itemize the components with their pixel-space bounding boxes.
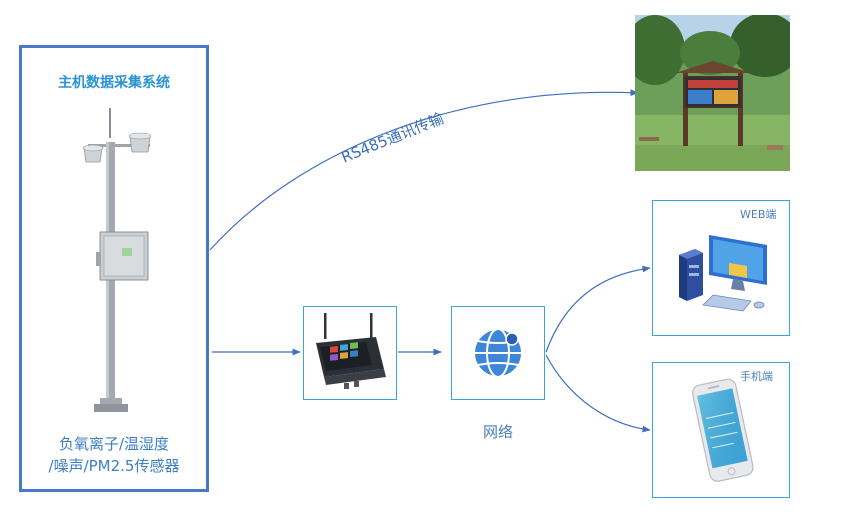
outdoor-led-board-photo [635, 15, 790, 171]
sensor-caption-line2: /噪声/PM2.5传感器 [48, 457, 180, 475]
web-terminal-label: WEB端 [740, 208, 777, 221]
network-to-mobile-arrow [545, 354, 651, 433]
sensor-caption-line1: 负氧离子/温湿度 [58, 435, 170, 453]
wireless-router-icon [316, 313, 386, 389]
mobile-terminal-label: 手机端 [740, 370, 773, 383]
web-terminal-box [652, 200, 790, 336]
main-system-title: 主机数据采集系统 [58, 75, 170, 91]
network-to-web-arrow [545, 265, 651, 353]
smartphone-icon [691, 378, 754, 482]
mobile-terminal-box [652, 362, 790, 498]
network-label: 网络 [482, 423, 513, 441]
main-system-box [19, 45, 209, 492]
globe-icon [473, 328, 523, 378]
network-box [451, 306, 545, 400]
weather-station-pole-icon [82, 108, 152, 412]
gateway-box [303, 306, 397, 400]
rs485-arrow [209, 89, 639, 251]
desktop-computer-icon [679, 235, 767, 312]
sensor-caption: 负氧离子/温湿度 /噪声/PM2.5传感器 [19, 433, 209, 477]
